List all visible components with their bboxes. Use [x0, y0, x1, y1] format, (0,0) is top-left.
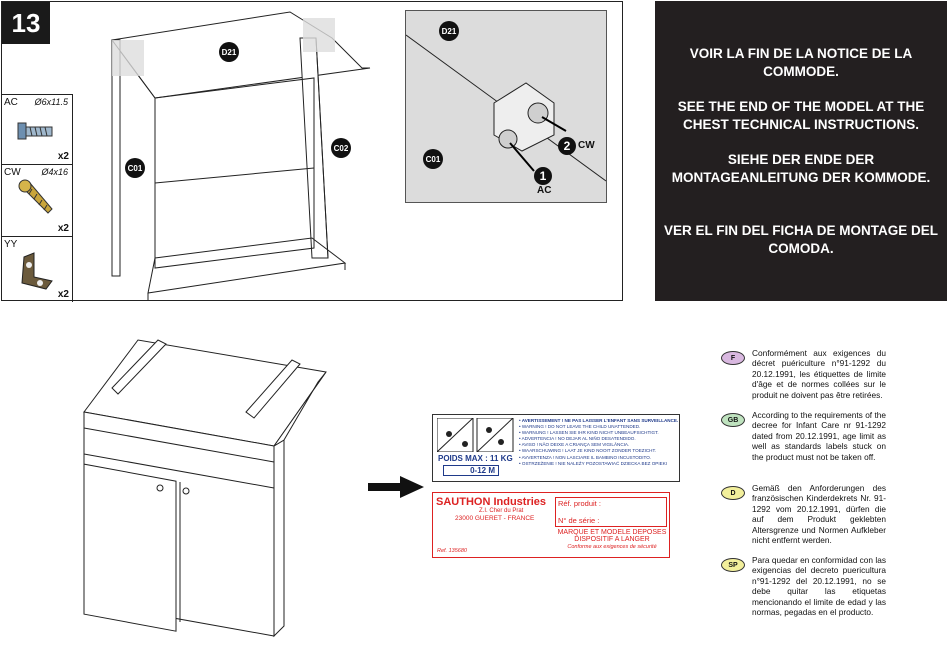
step-number: 13: [2, 2, 50, 44]
device-type: DISPOSITIF A LANGER: [574, 536, 650, 543]
detail-view: D21 C01 2 CW 1 AC: [405, 10, 607, 203]
address-line-1: Z.I. Cher du Prat: [479, 508, 524, 514]
callout-2-label: CW: [578, 140, 595, 151]
part-quantity: x2: [57, 289, 69, 300]
parts-list: AC Ø6x11.5 x2 CW Ø4x16 x2 YY x2: [2, 94, 73, 302]
note-text: Para quedar en conformidad con las exige…: [752, 555, 886, 618]
part-code: YY: [4, 239, 18, 250]
arrow-right-icon: [368, 476, 424, 498]
language-badge-fr: F: [721, 351, 745, 365]
age-range: 0-12 M: [443, 465, 499, 476]
note-text: Conformément aux exigences du décret pué…: [752, 348, 886, 400]
warning-label: • AVERTISSEMENT ! NE PAS LAISSER L'ENFAN…: [432, 414, 680, 482]
bracket-detail-drawing: [405, 34, 607, 182]
callout-2-marker: 2: [558, 137, 576, 155]
part-code: CW: [4, 167, 21, 178]
detail-marker-d21: D21: [439, 21, 459, 41]
part-quantity: x2: [57, 223, 69, 234]
product-ref-field: Réf. produit :: [558, 499, 601, 508]
registered-model: MARQUE ET MODELE DEPOSES: [557, 529, 667, 536]
part-code: AC: [4, 97, 18, 108]
part-cw: CW Ø4x16 x2: [2, 165, 72, 237]
reference: Ref. 135680: [437, 548, 467, 554]
part-dimension: Ø4x16: [41, 167, 68, 177]
serial-field: N° de série :: [558, 516, 600, 525]
corner-bracket-icon: [21, 252, 53, 290]
language-badge-gb: GB: [721, 413, 745, 427]
language-badge-sp: SP: [721, 558, 745, 572]
callout-1-marker: 1: [534, 167, 552, 185]
note-text: Gemäß den Anforderungen des französische…: [752, 483, 886, 546]
language-badge-d: D: [721, 486, 745, 500]
panel-marker-c01: C01: [125, 158, 145, 178]
max-weight: POIDS MAX : 11 KG: [438, 454, 513, 463]
notice-fr: VOIR LA FIN DE LA NOTICE DE LA COMMODE.: [689, 46, 913, 79]
notice-panel: VOIR LA FIN DE LA NOTICE DE LA COMMODE. …: [655, 1, 947, 301]
warning-text: • AVERTISSEMENT ! NE PAS LAISSER L'ENFAN…: [519, 418, 679, 466]
notice-de: SIEHE DER ENDE DER MONTAGEANLEITUNG DER …: [671, 152, 931, 185]
callout-1-label: AC: [537, 185, 552, 196]
panel-marker-d21: D21: [219, 42, 239, 62]
notice-en: SEE THE END OF THE MODEL AT THE CHEST TE…: [677, 99, 925, 132]
panel-marker-c02: C02: [331, 138, 351, 158]
screw-icon: [17, 122, 53, 140]
wood-screw-icon: [18, 179, 53, 214]
part-ac: AC Ø6x11.5 x2: [2, 95, 72, 165]
detail-marker-c01: C01: [423, 149, 443, 169]
part-quantity: x2: [57, 151, 69, 162]
changing-table-drawing: [83, 339, 327, 638]
part-dimension: Ø6x11.5: [34, 97, 68, 107]
child-fall-pictogram-icon: [437, 418, 514, 452]
manufacturer-label: SAUTHON Industries Z.I. Cher du Prat 230…: [432, 492, 670, 558]
part-yy: YY x2: [2, 237, 72, 302]
cabinet-assembly-drawing: [111, 11, 371, 300]
conformity-note: Conforme aux exigences de sécurité: [567, 544, 657, 550]
notice-es: VER EL FIN DEL FICHA DE MONTAGE DEL COMO…: [663, 223, 938, 256]
company-name: SAUTHON Industries: [436, 496, 547, 508]
note-text: According to the requirements of the dec…: [752, 410, 886, 462]
address-line-2: 23000 GUERET - FRANCE: [455, 515, 535, 522]
step-frame: [1, 1, 623, 301]
